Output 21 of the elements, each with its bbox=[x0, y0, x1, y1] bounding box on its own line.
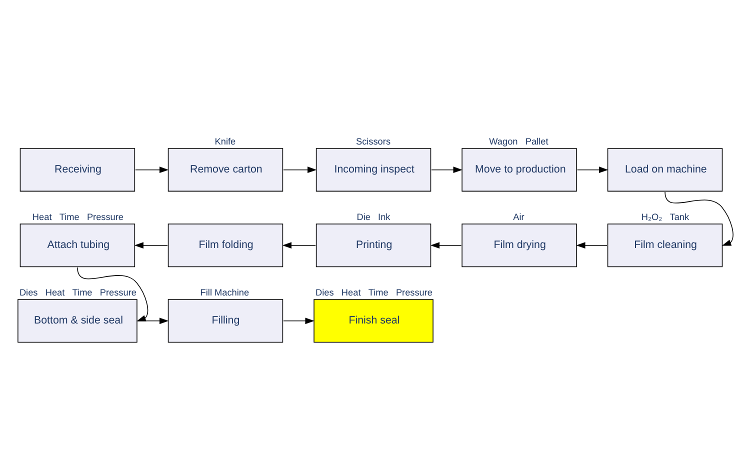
arrow bbox=[283, 166, 317, 173]
arrow bbox=[430, 242, 462, 248]
arrow bbox=[135, 166, 169, 173]
arrow bbox=[282, 242, 316, 248]
arrow bbox=[576, 166, 608, 173]
node-label: Dies Heat Time Pressure bbox=[19, 286, 136, 297]
node-label: Air bbox=[513, 211, 524, 222]
arrow bbox=[134, 242, 168, 248]
node-label: Heat Time Pressure bbox=[32, 211, 124, 222]
node-label: Knife bbox=[214, 136, 236, 146]
node-label: Dies Heat Time Pressure bbox=[316, 286, 433, 297]
arrow bbox=[137, 317, 169, 324]
arrow bbox=[431, 166, 462, 173]
arrow bbox=[283, 317, 314, 324]
node-label: Die Ink bbox=[356, 211, 390, 222]
arrow bbox=[664, 191, 734, 246]
node-label: Wagon Pallet bbox=[489, 136, 548, 146]
node-label: Scissors bbox=[356, 136, 391, 146]
node-label: H₂O₂ Tank bbox=[641, 211, 690, 222]
arrow bbox=[576, 242, 608, 248]
node-label: Fill Machine bbox=[200, 286, 250, 297]
